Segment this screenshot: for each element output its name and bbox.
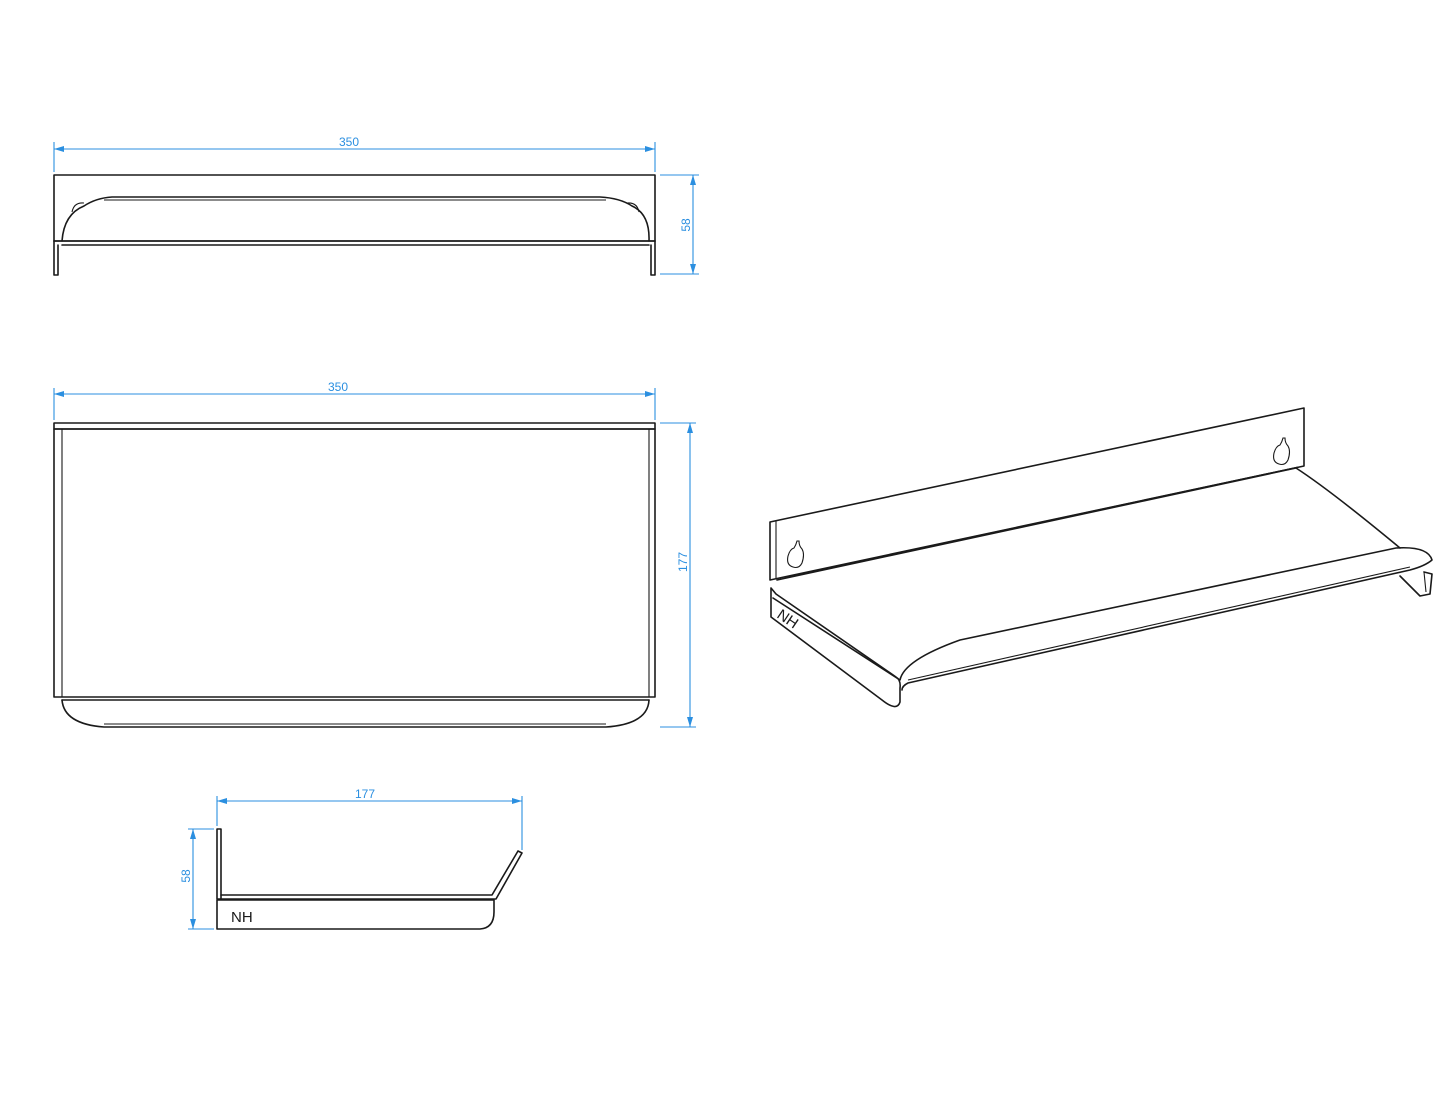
iso-base-plate	[770, 587, 901, 708]
front-view-back-plate	[53, 174, 656, 242]
front-height-label: 58	[679, 218, 693, 232]
front-view-right-hook	[626, 202, 640, 213]
side-height-dimension: 58	[179, 828, 214, 930]
iso-right-leg	[1399, 571, 1433, 597]
front-view-right-leg	[650, 240, 656, 276]
side-view-shelf	[220, 850, 523, 900]
front-width-dimension: 350	[53, 135, 656, 172]
iso-right-keyhole	[1273, 437, 1291, 466]
side-depth-label: 177	[355, 787, 375, 801]
side-depth-dimension: 177	[216, 787, 523, 850]
top-view-front-lip	[61, 699, 650, 728]
top-depth-label: 177	[676, 552, 690, 572]
side-height-label: 58	[179, 869, 193, 883]
iso-front-lip-inner	[907, 566, 1411, 681]
isometric-view: NH	[769, 407, 1433, 708]
side-view-back-plate	[216, 828, 222, 900]
front-view: 350 58	[53, 135, 699, 276]
side-view-logo: NH	[231, 909, 253, 926]
iso-left-keyhole	[787, 540, 805, 569]
top-view: 350 177	[53, 380, 696, 728]
front-view-left-hook	[71, 202, 85, 213]
front-width-label: 350	[339, 135, 359, 149]
iso-front-lip	[772, 546, 1433, 691]
front-view-left-leg	[53, 240, 59, 276]
front-view-shelf-lip	[61, 196, 650, 242]
side-view: NH 177 58	[179, 787, 523, 930]
iso-shelf-surface	[776, 467, 1401, 581]
top-width-label: 350	[328, 380, 348, 394]
side-view-base-plate	[216, 899, 495, 930]
iso-shelf-back-edge	[785, 466, 1299, 578]
top-width-dimension: 350	[53, 380, 656, 420]
iso-right-leg-inner	[1423, 571, 1427, 593]
top-view-back-plate	[53, 422, 656, 430]
front-height-dimension: 58	[660, 174, 699, 275]
iso-logo: NH	[774, 606, 801, 632]
iso-back-plate	[769, 407, 1305, 581]
top-depth-dimension: 177	[660, 422, 696, 728]
top-view-shelf	[53, 428, 656, 698]
